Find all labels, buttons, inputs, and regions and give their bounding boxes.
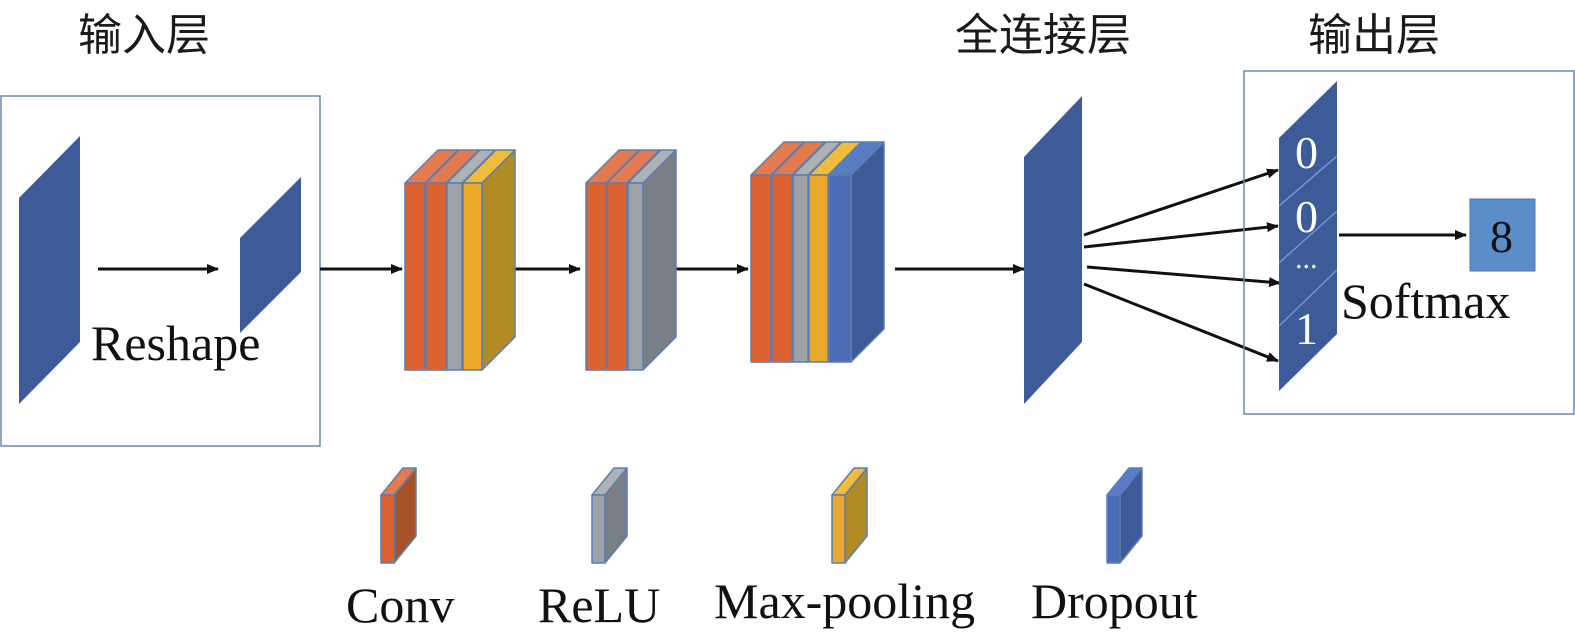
layer-conv xyxy=(404,149,459,371)
legend-label-dropout: Dropout xyxy=(1031,573,1198,629)
legend-swatch-pool xyxy=(831,467,868,564)
layer-conv xyxy=(585,149,640,371)
output-layer-frame xyxy=(1243,70,1575,415)
softmax-label: Softmax xyxy=(1341,273,1510,329)
fc-output-arrow-4 xyxy=(1083,282,1279,363)
conv-front-face xyxy=(750,174,772,363)
reshaped-feature-map xyxy=(240,177,301,333)
legend-label-relu: ReLU xyxy=(538,577,660,633)
output-divider xyxy=(1278,210,1338,264)
heading-fc-layer: 全连接层 xyxy=(955,10,1131,61)
layer-pool xyxy=(462,149,516,371)
fully-connected-layer xyxy=(1024,96,1082,404)
input-feature-map xyxy=(19,136,80,404)
input-layer-frame xyxy=(0,95,321,447)
legend-swatch-relu xyxy=(591,467,628,564)
dropout-front-face xyxy=(1106,494,1121,564)
relu-front-face xyxy=(591,494,606,564)
heading-input-layer: 输入层 xyxy=(78,10,210,61)
pool-front-face xyxy=(462,182,483,371)
fc-output-arrow-1 xyxy=(1083,168,1279,237)
output-value-1: 0 xyxy=(1295,191,1318,242)
layer-dropout xyxy=(828,141,885,363)
prediction-box xyxy=(1469,198,1536,272)
layer-pool xyxy=(808,141,862,363)
fc-output-arrow-2 xyxy=(1083,222,1279,249)
output-divider xyxy=(1278,155,1338,207)
conv-front-face xyxy=(425,182,447,371)
output-value-0: 0 xyxy=(1295,127,1318,178)
legend xyxy=(380,467,1143,564)
prediction-value: 8 xyxy=(1490,211,1513,262)
dropout-side-face xyxy=(850,141,885,363)
conv-front-face xyxy=(606,182,628,371)
conv-front-face xyxy=(404,182,426,371)
legend-swatch-dropout xyxy=(1106,467,1143,564)
layer-conv xyxy=(771,141,826,363)
layer-conv xyxy=(425,149,480,371)
layer-conv xyxy=(606,149,661,371)
reshape-label: Reshape xyxy=(91,315,260,371)
fc-output-arrow-3 xyxy=(1086,265,1281,288)
relu-side-face xyxy=(642,149,677,371)
block-1 xyxy=(404,149,516,371)
pool-side-face xyxy=(481,149,516,371)
legend-label-max-pooling: Max-pooling xyxy=(714,573,975,629)
layer-relu xyxy=(446,149,496,371)
layer-conv xyxy=(750,141,805,363)
conv-blocks xyxy=(404,141,885,371)
pool-front-face xyxy=(831,494,846,564)
output-divider xyxy=(1278,269,1338,327)
conv-front-face xyxy=(380,494,395,564)
pool-front-face xyxy=(808,174,829,363)
output-value-ellipsis: ... xyxy=(1295,242,1318,275)
relu-front-face xyxy=(792,174,809,363)
block-3 xyxy=(750,141,885,363)
layer-relu xyxy=(792,141,842,363)
block-2 xyxy=(585,149,677,371)
legend-swatch-conv xyxy=(380,467,417,564)
conv-front-face xyxy=(771,174,793,363)
output-value-3: 1 xyxy=(1295,303,1318,354)
relu-front-face xyxy=(446,182,463,371)
heading-output-layer: 输出层 xyxy=(1308,10,1440,61)
conv-front-face xyxy=(585,182,607,371)
relu-front-face xyxy=(627,182,644,371)
layer-relu xyxy=(627,149,677,371)
dropout-front-face xyxy=(828,174,852,363)
legend-label-conv: Conv xyxy=(346,577,454,633)
